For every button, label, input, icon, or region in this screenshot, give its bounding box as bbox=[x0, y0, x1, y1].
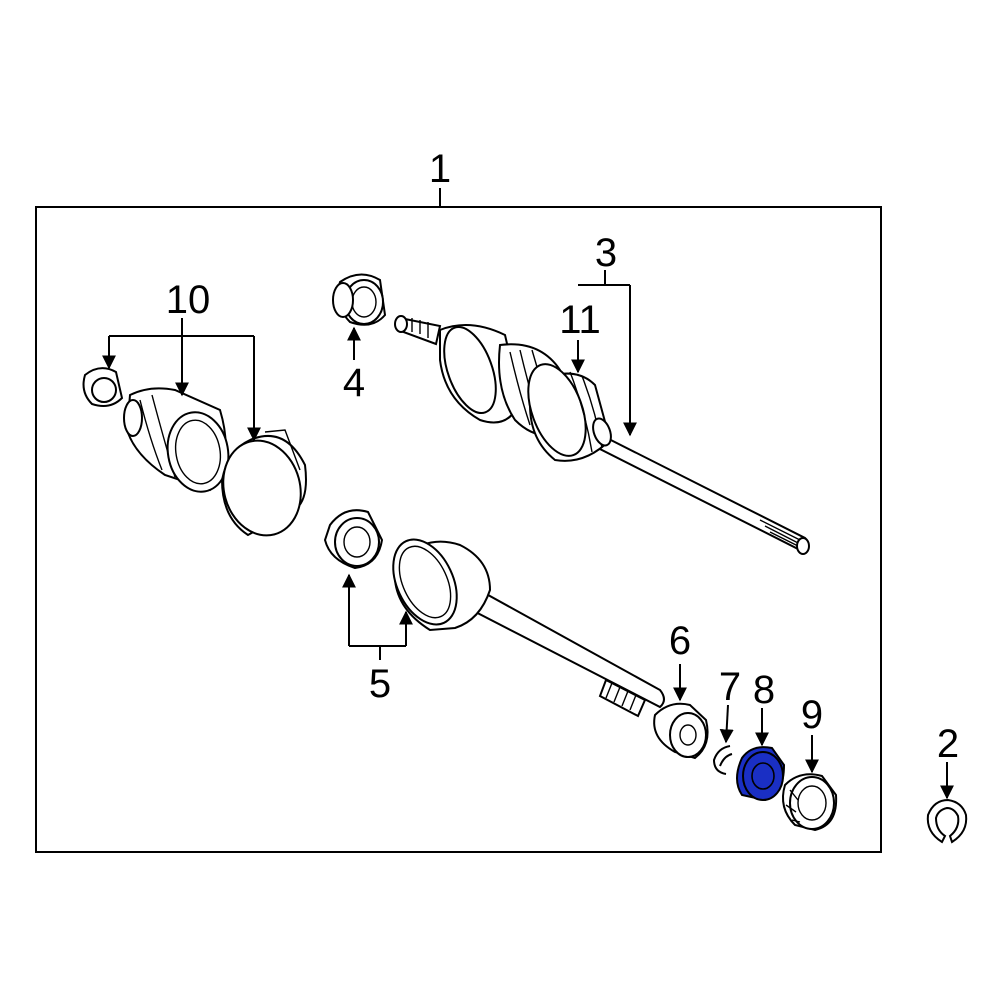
boot-kit-part-10[interactable] bbox=[82, 367, 312, 544]
boot-part-4[interactable] bbox=[332, 273, 387, 326]
callout-7-arrow bbox=[719, 704, 734, 744]
outer-joint-shaft[interactable] bbox=[381, 529, 665, 718]
callout-5-label[interactable]: 5 bbox=[369, 662, 391, 706]
callout-10-label[interactable]: 10 bbox=[166, 278, 211, 322]
callout-7-label[interactable]: 7 bbox=[719, 665, 741, 709]
callout-3-label[interactable]: 3 bbox=[595, 231, 617, 275]
callout-1-label[interactable]: 1 bbox=[429, 147, 451, 191]
callout-9-label[interactable]: 9 bbox=[801, 693, 823, 737]
callout-8-label[interactable]: 8 bbox=[753, 668, 775, 712]
boot-part-5[interactable] bbox=[323, 509, 384, 570]
assembly-frame bbox=[35, 206, 882, 853]
callout-11-label[interactable]: 11 bbox=[559, 298, 601, 342]
callout-2-label[interactable]: 2 bbox=[937, 722, 959, 766]
clip-part-2[interactable] bbox=[926, 798, 968, 844]
inner-axle-shaft-assembly[interactable] bbox=[394, 315, 810, 555]
seal-part-8[interactable] bbox=[736, 746, 786, 802]
dust-cover-part-9[interactable] bbox=[782, 773, 838, 832]
callout-6-label[interactable]: 6 bbox=[669, 619, 691, 663]
callout-4-label[interactable]: 4 bbox=[343, 361, 365, 405]
snap-ring-part-7[interactable] bbox=[712, 745, 733, 775]
bearing-part-6[interactable] bbox=[653, 702, 709, 760]
